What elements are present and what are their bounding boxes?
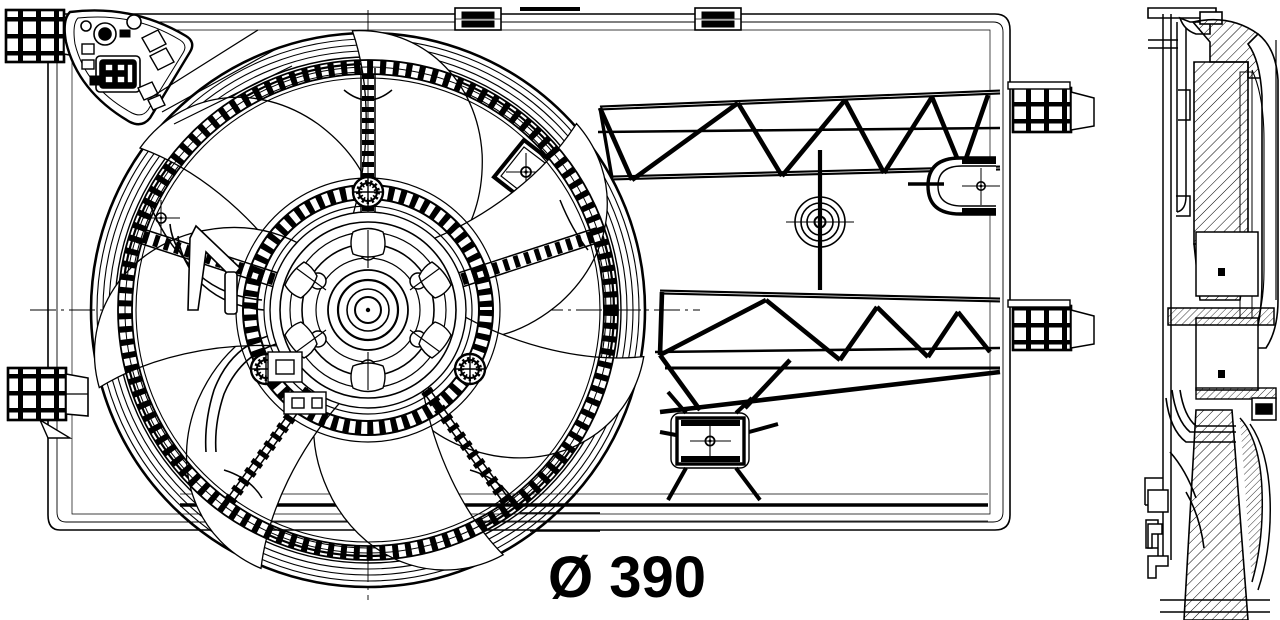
connector-terminals <box>80 14 142 46</box>
boss-square-lower <box>659 390 779 502</box>
hub-bracket-arm <box>187 224 242 315</box>
lower-truss <box>654 289 1001 415</box>
side-section-view <box>1144 7 1279 620</box>
connector-tie-lines <box>149 29 293 125</box>
section-hatch-bars <box>1167 307 1277 400</box>
shroud-top-clips <box>454 7 742 31</box>
dimension-leader <box>520 512 600 532</box>
hub-detail-blocks <box>267 351 327 415</box>
fan-assembly <box>89 30 647 589</box>
diameter-dimension-label: Ø 390 <box>548 545 706 610</box>
mount-tab-bottom-left <box>6 366 89 439</box>
mount-tab-top-right <box>1007 81 1095 134</box>
motor-hub <box>269 211 467 409</box>
mount-tab-bottom-right <box>1007 299 1095 352</box>
section-hatch-lower <box>1183 409 1264 620</box>
spoke-fillets <box>147 89 589 499</box>
section-pin-marks <box>1218 268 1225 378</box>
boss-hook <box>908 156 1000 216</box>
hub-mount-eyes <box>249 175 487 386</box>
boss-circular <box>786 190 854 255</box>
hub-ribs <box>295 230 441 390</box>
